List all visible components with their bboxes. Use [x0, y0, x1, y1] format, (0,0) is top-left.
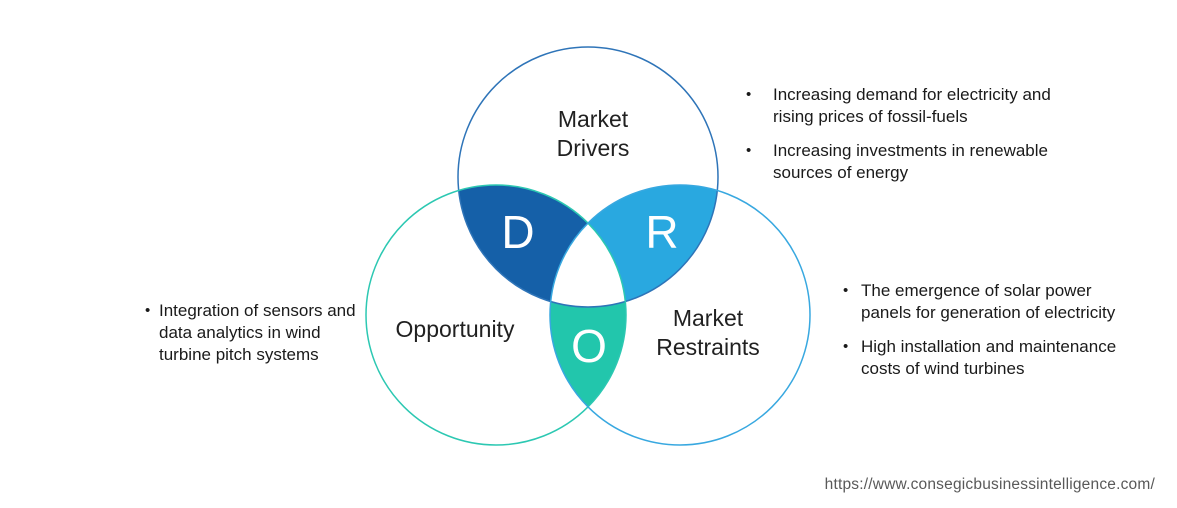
opportunity-label-line1: Opportunity — [395, 316, 515, 342]
r-lens — [550, 185, 718, 307]
restraints-label-line1: Market — [672, 305, 744, 331]
list-item-text: The emergence of solar power panels for … — [861, 281, 1116, 322]
o-lens-letter: O — [571, 320, 607, 372]
bullet-icon: • — [843, 338, 849, 355]
restraints-bullet-list: • The emergence of solar power panels fo… — [843, 280, 1123, 380]
bullet-icon: • — [145, 302, 151, 319]
drivers-bullet-list: • Increasing demand for electricity and … — [746, 84, 1091, 184]
drivers-circle-label: Market Drivers — [493, 105, 693, 163]
opportunity-bullet-list: • Integration of sensors and data analyt… — [145, 300, 361, 366]
list-item: • The emergence of solar power panels fo… — [843, 280, 1123, 324]
list-item-text: Increasing demand for electricity and ri… — [773, 85, 1051, 126]
list-item: • Increasing demand for electricity and … — [746, 84, 1091, 128]
list-item-text: Increasing investments in renewable sour… — [773, 141, 1048, 182]
drivers-circle — [457, 46, 719, 308]
restraints-label-line2: Restraints — [656, 334, 760, 360]
drivers-label-line1: Market — [557, 106, 629, 132]
list-item: • Increasing investments in renewable so… — [746, 140, 1091, 184]
list-item: • Integration of sensors and data analyt… — [145, 300, 361, 366]
drivers-label-line2: Drivers — [556, 135, 630, 161]
list-item: • High installation and maintenance cost… — [843, 336, 1123, 380]
list-item-text: Integration of sensors and data analytic… — [159, 301, 356, 364]
d-lens — [458, 185, 626, 307]
opportunity-circle-label: Opportunity — [355, 317, 555, 341]
list-item-text: High installation and maintenance costs … — [861, 337, 1117, 378]
bullet-icon: • — [746, 86, 752, 103]
d-lens-letter: D — [501, 206, 534, 258]
bullet-icon: • — [843, 282, 849, 299]
opportunity-circle — [365, 184, 627, 446]
source-url: https://www.consegicbusinessintelligence… — [824, 476, 1155, 493]
restraints-circle-label: Market Restraints — [608, 304, 808, 362]
r-lens-letter: R — [645, 206, 678, 258]
bullet-icon: • — [746, 142, 752, 159]
restraints-circle — [549, 184, 811, 446]
